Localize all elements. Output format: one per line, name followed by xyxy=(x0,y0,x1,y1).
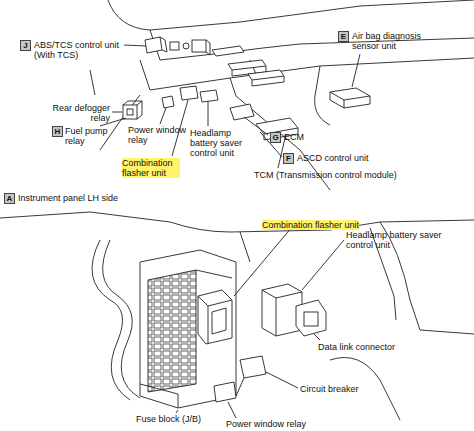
label-holder: Power window relay xyxy=(226,419,326,429)
label-holder: Circuit breaker xyxy=(300,384,390,394)
callout-letter-box: F xyxy=(283,153,294,164)
part-label: Air bag diagnosis sensor unit xyxy=(352,31,436,51)
label-holder: Data link connector xyxy=(318,342,418,352)
part-label: ECM xyxy=(284,132,324,142)
part-label: Circuit breaker xyxy=(300,384,390,394)
label-holder: Rear defogger relay xyxy=(46,103,110,123)
label-holder: Fuel pump relay xyxy=(65,126,113,146)
callout-letter: G xyxy=(271,133,280,142)
part-label: Rear defogger relay xyxy=(46,103,110,123)
part-label: TCM (Transmission control module) xyxy=(254,170,424,180)
callout-letter-box: A xyxy=(4,193,15,204)
label-holder: Headlamp battery saver control unit xyxy=(346,230,456,250)
label-holder: Fuse block (J/B) xyxy=(136,414,226,424)
label-holder: Combination flasher unit xyxy=(122,158,180,180)
callout-letter: A xyxy=(5,194,14,203)
label-holder: Combination flasher unit xyxy=(262,214,374,232)
label-holder: ASCD control unit xyxy=(297,153,387,163)
part-label: ASCD control unit xyxy=(297,153,387,163)
label-holder: Power window relay xyxy=(128,125,192,145)
callout-letter-box: H xyxy=(52,126,63,137)
part-label: Data link connector xyxy=(318,342,418,352)
part-label: ABS/TCS control unit (With TCS) xyxy=(34,40,126,60)
part-label: Headlamp battery saver control unit xyxy=(346,230,456,250)
callout-letter: F xyxy=(284,154,293,163)
part-label: Power window relay xyxy=(128,125,192,145)
callout-letter-box: J xyxy=(20,40,31,51)
highlighted-part-label: Combination flasher unit xyxy=(262,220,359,230)
callout-letter: E xyxy=(339,32,348,41)
callout-letter-box: E xyxy=(338,31,349,42)
label-holder: ABS/TCS control unit (With TCS) xyxy=(34,40,126,60)
callout-letter-box: G xyxy=(270,132,281,143)
label-holder: Headlamp battery saver control unit xyxy=(190,128,250,158)
label-holder: Instrument panel LH side xyxy=(18,193,158,203)
callout-letter: H xyxy=(53,127,62,136)
label-holder: ECM xyxy=(284,132,324,142)
part-label: Instrument panel LH side xyxy=(18,193,158,203)
part-label: Power window relay xyxy=(226,419,326,429)
highlighted-part-label: Combination flasher unit xyxy=(122,158,180,178)
part-label: Fuse block (J/B) xyxy=(136,414,226,424)
callout-letter: J xyxy=(21,41,30,50)
part-label: Headlamp battery saver control unit xyxy=(190,128,250,158)
part-label: Fuel pump relay xyxy=(65,126,113,146)
label-holder: TCM (Transmission control module) xyxy=(254,170,424,180)
label-holder: Air bag diagnosis sensor unit xyxy=(352,31,436,51)
